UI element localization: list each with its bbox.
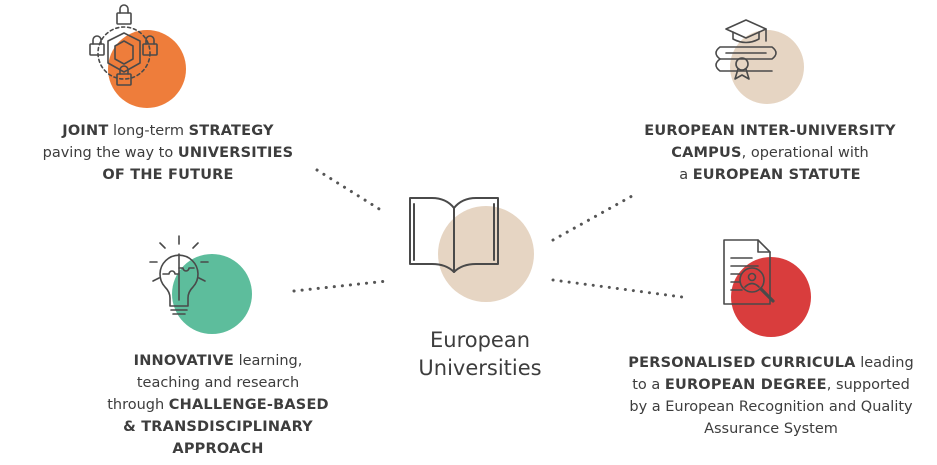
graduation-diploma-icon [715, 19, 777, 80]
center-title: European Universities [400, 326, 560, 382]
center-title-line2: Universities [418, 356, 542, 380]
joint-strategy-line: paving the way to UNIVERSITIES [28, 142, 308, 164]
caption-text-run: leading [855, 355, 914, 371]
innovative-learning-circle [172, 254, 252, 334]
caption-bold-run: EUROPEAN DEGREE [664, 377, 827, 393]
center-circle [438, 206, 534, 302]
joint-strategy-line: OF THE FUTURE [28, 164, 308, 186]
caption-bold-run: STRATEGY [188, 123, 274, 139]
caption-text-run: paving the way to [42, 145, 178, 161]
campus-caption: EUROPEAN INTER-UNIVERSITY CAMPUS, operati… [610, 120, 930, 186]
caption-bold-run: JOINT [62, 123, 109, 139]
caption-text-run: to a [632, 377, 665, 393]
network-lock-icon [89, 4, 158, 86]
inter-university-campus-line: a EUROPEAN STATUTE [610, 164, 930, 186]
inter-university-campus-line: EUROPEAN INTER-UNIVERSITY [610, 120, 930, 142]
caption-text-run: Assurance System [704, 421, 838, 437]
caption-bold-run: OF THE FUTURE [102, 167, 234, 183]
caption-bold-run: CAMPUS [671, 145, 742, 161]
innovative-learning-line: & TRANSDISCIPLINARY [78, 416, 358, 438]
connector-top-right [551, 194, 634, 242]
lightbulb-puzzle-icon [149, 235, 209, 315]
caption-text-run: a [679, 167, 693, 183]
connector-top-left [315, 168, 386, 214]
caption-text-run: , operational with [741, 145, 869, 161]
personalised-curricula-line: Assurance System [605, 418, 937, 440]
caption-bold-run: EUROPEAN STATUTE [692, 167, 861, 183]
innovative-learning-line: through CHALLENGE-BASED [78, 394, 358, 416]
caption-bold-run: EUROPEAN INTER-UNIVERSITY [644, 123, 896, 139]
caption-text-run: teaching and research [136, 375, 300, 391]
caption-text-run: long-term [108, 123, 189, 139]
caption-bold-run: INNOVATIVE [133, 353, 234, 369]
connector-bottom-left [292, 279, 389, 293]
caption-bold-run: CHALLENGE-BASED [168, 397, 329, 413]
document-search-icon [723, 239, 775, 305]
campus-circle [730, 30, 804, 104]
caption-text-run: through [107, 397, 169, 413]
joint-strategy-circle [108, 30, 186, 108]
innovative-learning-line: teaching and research [78, 372, 358, 394]
innovative-learning-line: INNOVATIVE learning, [78, 350, 358, 372]
inter-university-campus-line: CAMPUS, operational with [610, 142, 930, 164]
caption-text-run: learning, [233, 353, 303, 369]
personalised-curricula-line: to a EUROPEAN DEGREE, supported [605, 374, 937, 396]
connector-bottom-right [551, 278, 684, 299]
innovative-learning-caption: INNOVATIVE learning, teaching and researc… [78, 350, 358, 460]
caption-text-run: , supported [826, 377, 910, 393]
caption-text-run: by a European Recognition and Quality [629, 399, 913, 415]
personalised-curricula-line: by a European Recognition and Quality [605, 396, 937, 418]
center-title-line1: European [429, 328, 531, 352]
innovative-learning-line: APPROACH [78, 438, 358, 460]
caption-bold-run: UNIVERSITIES [177, 145, 294, 161]
caption-bold-run: PERSONALISED CURRICULA [628, 355, 856, 371]
open-book-icon [409, 197, 499, 273]
joint-strategy-line: JOINT long-term STRATEGY [28, 120, 308, 142]
caption-bold-run: APPROACH [172, 441, 264, 457]
personalised-curricula-line: PERSONALISED CURRICULA leading [605, 352, 937, 374]
caption-bold-run: & TRANSDISCIPLINARY [123, 419, 313, 435]
